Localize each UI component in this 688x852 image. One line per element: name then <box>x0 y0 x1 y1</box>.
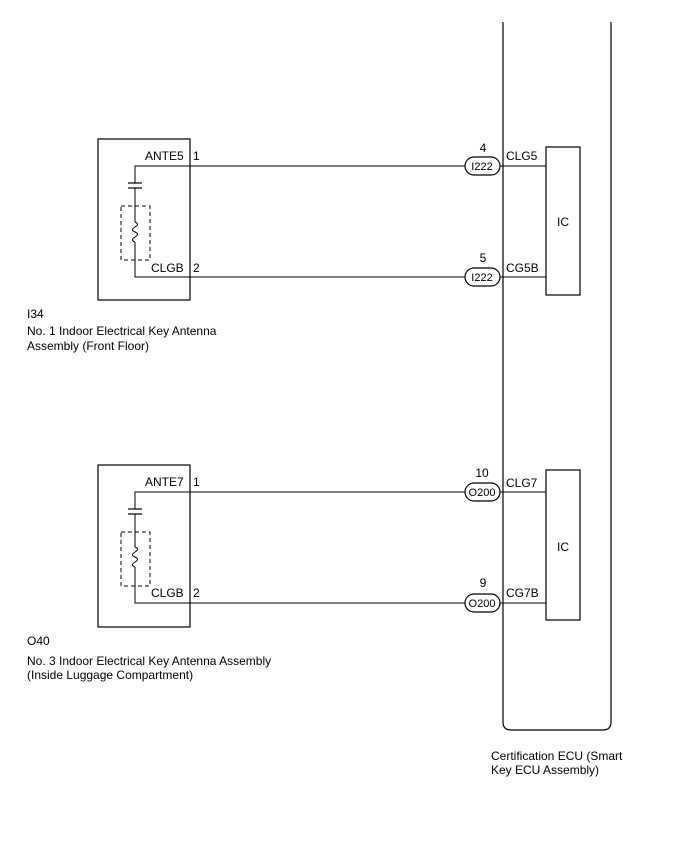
connector-o200-pin10-num: 10 <box>475 466 489 480</box>
antenna-front-internal-wire-top <box>134 165 190 183</box>
antenna-luggage: ANTE7 1 CLGB 2 O40 No. 3 Indoor Electric… <box>27 464 271 682</box>
connector-i222-pin5-label: I222 <box>471 272 492 284</box>
connector-i222-pin4-label: I222 <box>471 161 492 173</box>
connector-i222-pin5 <box>464 267 501 287</box>
coil-dashed-box <box>120 205 151 261</box>
connector-i222-pin5-num: 5 <box>480 251 487 265</box>
ecu-terminal-cg7b: CG7B <box>506 586 539 600</box>
antenna-luggage-pin1-name: ANTE7 <box>145 475 184 489</box>
antenna-front-floor: ANTE5 1 CLGB 2 I34 No. 1 Indoor Electric… <box>27 138 217 353</box>
ecu-body <box>502 22 612 731</box>
antenna-luggage-name-line2: (Inside Luggage Compartment) <box>27 668 193 682</box>
ic-block-bottom <box>545 469 581 621</box>
antenna-front-pin2-name: CLGB <box>151 261 184 275</box>
ic-bottom-label: IC <box>557 540 569 554</box>
ecu-terminal-clg7: CLG7 <box>506 476 538 490</box>
coil-icon <box>132 221 138 243</box>
coil-dashed-box <box>120 531 151 587</box>
ecu-terminal-cg5b: CG5B <box>506 261 539 275</box>
antenna-luggage-code: O40 <box>27 634 50 648</box>
connector-o200-pin9 <box>464 593 501 613</box>
ic-top-label: IC <box>557 215 569 229</box>
antenna-front-box <box>97 138 191 301</box>
antenna-front-name-line2: Assembly (Front Floor) <box>27 339 149 353</box>
ic-block-top <box>545 146 581 296</box>
connector-o200-pin10-label: O200 <box>469 487 496 499</box>
ecu-terminal-clg5: CLG5 <box>506 149 538 163</box>
antenna-front-pin1-num: 1 <box>193 149 200 163</box>
antenna-front-pin1-name: ANTE5 <box>145 149 184 163</box>
antenna-luggage-pin1-num: 1 <box>193 475 200 489</box>
connector-i222-pin4 <box>464 156 501 176</box>
antenna-front-pin2-num: 2 <box>193 261 200 275</box>
connector-i222-pin4-num: 4 <box>480 141 487 155</box>
connector-o200-pin9-num: 9 <box>480 576 487 590</box>
connector-o200-pin9-label: O200 <box>469 598 496 610</box>
antenna-luggage-pin2-num: 2 <box>193 586 200 600</box>
antenna-luggage-name-line1: No. 3 Indoor Electrical Key Antenna Asse… <box>27 654 271 668</box>
antenna-front-internal-wire-bottom <box>134 242 190 278</box>
antenna-luggage-pin2-name: CLGB <box>151 586 184 600</box>
connector-o200-pin10 <box>464 482 501 502</box>
antenna-luggage-internal-wire-top <box>134 491 190 509</box>
coil-icon <box>132 546 138 568</box>
antenna-luggage-internal-wire-bottom <box>134 567 190 604</box>
antenna-luggage-box <box>97 464 191 628</box>
ecu-caption-line1: Certification ECU (Smart <box>491 749 623 763</box>
antenna-front-code: I34 <box>27 307 44 321</box>
antenna-front-name-line1: No. 1 Indoor Electrical Key Antenna <box>27 324 217 338</box>
ecu-caption-line2: Key ECU Assembly) <box>491 763 599 777</box>
